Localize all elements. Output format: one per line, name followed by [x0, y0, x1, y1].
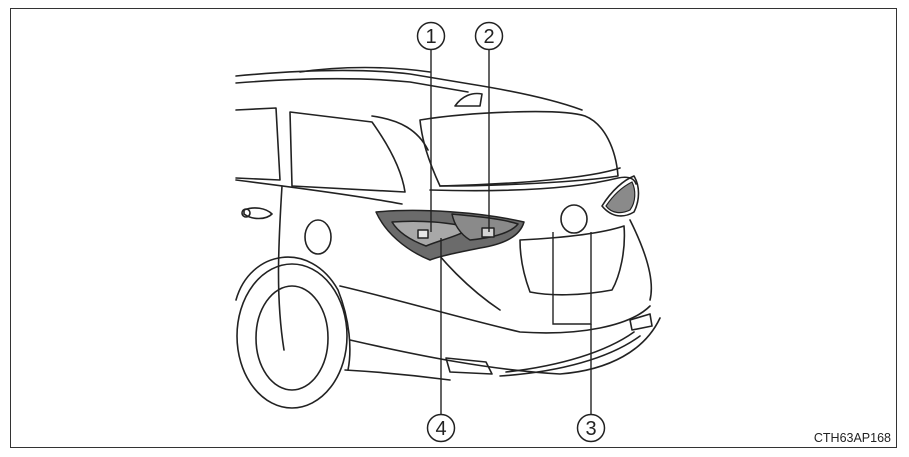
callout-3: 3	[576, 413, 606, 443]
right-tail-light	[601, 175, 640, 217]
callout-2: 2	[474, 21, 504, 51]
tailgate-top	[429, 176, 637, 192]
rim	[255, 285, 329, 391]
body-shoulder	[235, 179, 403, 205]
bumper-lower	[349, 317, 661, 375]
side-window-front	[235, 107, 281, 181]
callout-1: 1	[416, 21, 446, 51]
antenna	[454, 92, 483, 107]
leader-3	[552, 232, 592, 325]
diffuser-inner	[505, 331, 635, 373]
side-window-rear	[289, 111, 406, 193]
rear-window	[419, 110, 619, 187]
svg-text:4: 4	[435, 418, 446, 440]
svg-text:1: 1	[425, 26, 436, 48]
reflector-left	[445, 357, 493, 375]
roof-rail	[235, 77, 469, 93]
tire	[236, 263, 348, 409]
hatch-right-side	[629, 219, 653, 301]
rocker	[344, 369, 451, 381]
door-line	[277, 185, 285, 351]
callout-4: 4	[426, 413, 456, 443]
right-tail-light-fill	[605, 181, 636, 214]
emblem	[560, 204, 588, 234]
roof-rail-upper	[299, 66, 431, 73]
left-tail-light	[375, 209, 525, 261]
svg-text:2: 2	[483, 26, 494, 48]
wheel-arch	[235, 256, 351, 371]
bumper-top	[339, 285, 651, 334]
fuel-lid	[304, 219, 332, 255]
plate-recess	[519, 225, 626, 296]
roof-outline	[235, 69, 583, 111]
image-code: CTH63AP168	[813, 431, 891, 445]
reflector-right	[629, 313, 653, 331]
svg-text:3: 3	[585, 418, 596, 440]
diffuser	[499, 335, 641, 377]
spoiler-line	[439, 167, 621, 187]
c-pillar	[371, 115, 429, 151]
